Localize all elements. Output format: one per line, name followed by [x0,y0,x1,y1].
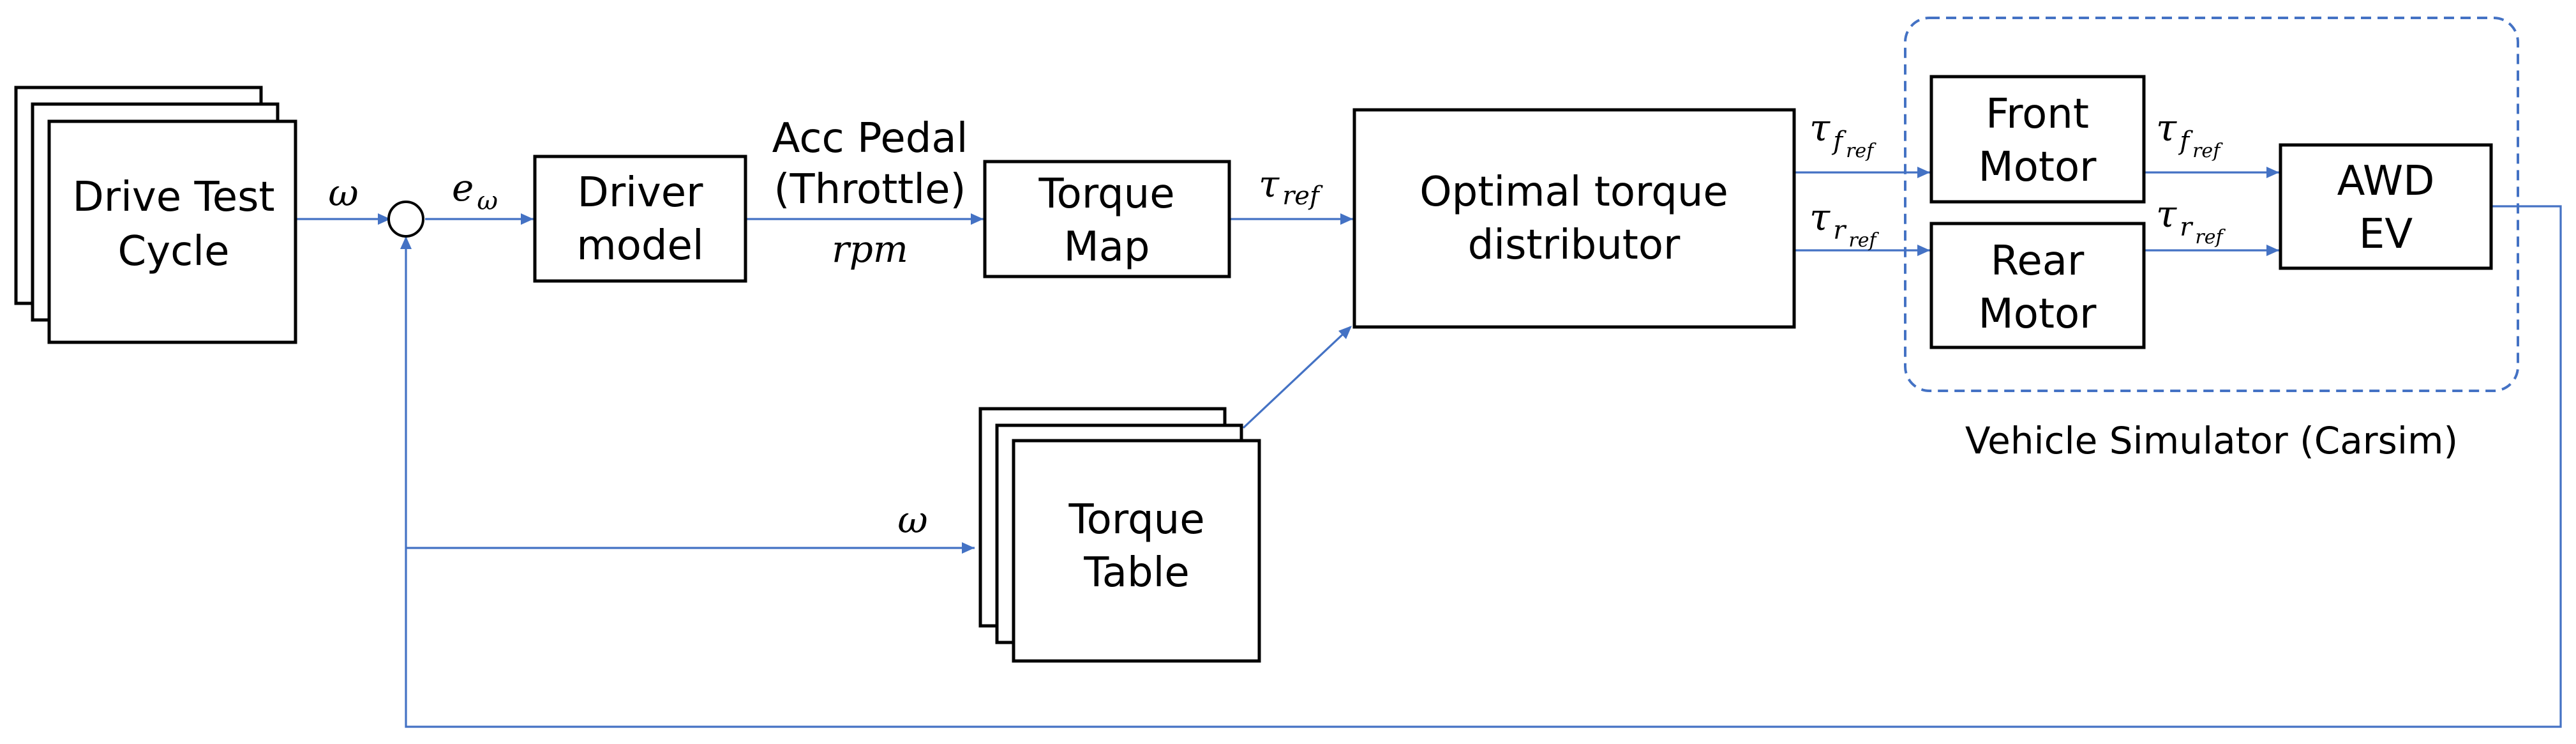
optimal-torque-distributor-box [1352,108,1796,329]
summing-junction [387,201,424,238]
tau-front-label-distributor: τ f ref [1809,106,1876,162]
tau-rear-label-motor: τ r ref [2156,192,2226,248]
arrowhead-front [1917,167,1930,178]
rear-motor-label-line2: Motor [1979,291,2097,338]
arrowhead-ev-rear [2266,245,2279,256]
pedal-label-line2: (Throttle) [774,166,966,213]
tau-rear-main-1: τ [1809,195,1831,239]
vehicle-simulator-group [1904,17,2519,392]
torque-map-box [983,160,1231,278]
tau-ref-label: τ ref [1259,162,1323,211]
arrowhead-distributor [1340,213,1353,225]
arrowhead-feedback [400,236,412,249]
torque-table-label-line2: Table [1083,549,1190,596]
tau-front-subsub-1: ref [1846,140,1876,162]
front-motor-block: Front Motor [1929,75,2146,204]
tau-rear-sub-1: r [1833,216,1847,245]
torque-map-label-line2: Map [1063,224,1149,271]
tau-front-sub-1: f [1831,126,1846,156]
error-sub: ω [477,186,498,216]
tau-front-sub-2: f [2178,126,2193,156]
vehicle-simulator-caption: Vehicle Simulator (Carsim) [1965,419,2458,462]
rear-motor-box [1929,222,2146,349]
driver-model-block: Driver model [533,155,747,283]
pedal-label-line1: Acc Pedal [772,115,968,162]
tau-front-label-motor: τ f ref [2156,106,2223,162]
rear-motor-block: Rear Motor [1929,222,2146,349]
wire-feedback-loop [405,205,2562,728]
awd-ev-box [2279,143,2493,270]
front-motor-label-line2: Motor [1979,144,2097,191]
torque-table-stack-front [1012,439,1261,663]
rear-motor-label-line1: Rear [1991,238,2085,285]
error-label: e ω [452,166,498,216]
drive-test-cycle-label-line2: Cycle [118,228,230,275]
omega-label-cycle: ω [328,171,358,215]
arrowhead-rear [1917,245,1930,256]
tau-rear-subsub-2: ref [2195,226,2226,248]
arrowhead-ev-front [2266,167,2279,178]
tau-ref-main: τ [1259,162,1280,206]
driver-model-label-line1: Driver [578,169,704,216]
tau-front-main-2: τ [2156,106,2177,149]
rpm-label: rpm [832,227,908,271]
front-motor-box [1929,75,2146,204]
tau-front-main-1: τ [1809,106,1831,149]
awd-ev-block: AWD EV [2279,143,2493,270]
awd-ev-label-line1: AWD [2337,158,2435,205]
drive-test-cycle-label-line1: Drive Test [73,174,275,221]
optimal-torque-distributor-label-line1: Optimal torque [1419,169,1728,216]
tau-rear-sub-2: r [2180,213,2194,242]
optimal-torque-distributor-label-line2: distributor [1468,222,1681,269]
error-main: e [452,166,474,209]
torque-map-block: Torque Map [983,160,1231,278]
drive-test-cycle-stack-front [47,119,297,344]
omega-label-feedback: ω [897,498,927,542]
tau-rear-label-distributor: τ r ref [1809,195,1880,252]
arrowhead-driver [521,213,534,225]
tau-front-subsub-2: ref [2192,140,2223,162]
awd-ev-label-line2: EV [2359,211,2413,258]
tau-rear-subsub-1: ref [1848,229,1879,252]
drive-test-cycle-block: Drive Test Cycle [14,86,297,344]
arrowhead-map [971,213,984,225]
wire-table-to-distributor [1242,326,1352,429]
torque-table-block: Torque Table [978,407,1261,663]
torque-table-label-line1: Torque [1068,496,1204,543]
signal-wires [296,167,2562,728]
arrowhead-table [962,542,975,554]
driver-model-box [533,155,747,283]
front-motor-label-line1: Front [1986,91,2089,138]
driver-model-label-line2: model [576,222,703,270]
tau-rear-main-2: τ [2156,192,2177,236]
tau-ref-sub: ref [1282,181,1323,211]
arrowhead-diagonal [1338,326,1352,339]
optimal-torque-distributor-block: Optimal torque distributor [1352,108,1796,329]
arrowhead-sum [378,213,391,225]
torque-map-label-line1: Torque [1038,171,1174,218]
